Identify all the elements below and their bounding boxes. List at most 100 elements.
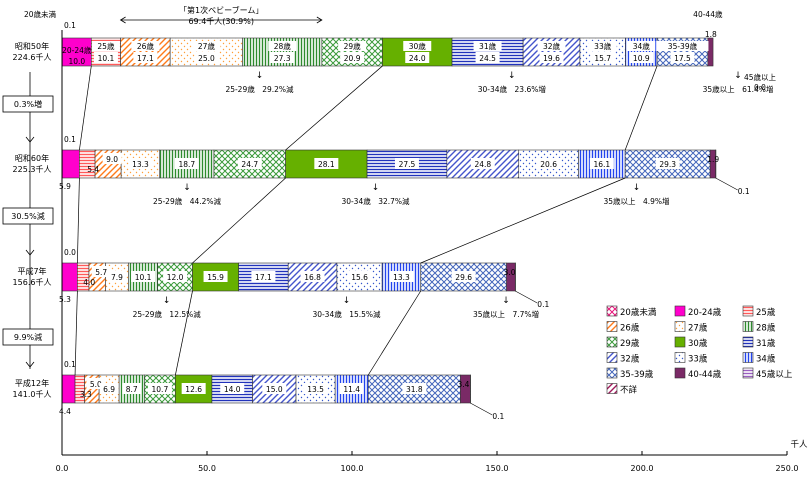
- value-label-s60-a28: 18.7: [178, 160, 195, 169]
- value-label-h7-a30: 15.9: [207, 273, 224, 282]
- inline-tag-a29: 29歳: [344, 41, 362, 51]
- value-label-s50-a34-bg: [629, 52, 654, 63]
- legend-label-a30: 30歳: [688, 338, 708, 349]
- value-label-h12-a33-bg: [303, 383, 328, 394]
- value-label-s50-a26-bg: [133, 52, 158, 63]
- value-label-s60-a2024: 5.9: [59, 182, 71, 191]
- value-label-h7-a27: 7.9: [111, 273, 123, 282]
- value-label-s60-a34-bg: [589, 158, 614, 169]
- value-label-s60-a27: 13.3: [132, 160, 149, 169]
- note-arrow-2-1: ↓: [343, 296, 351, 306]
- value-label-h7-a27-bg: [107, 271, 127, 282]
- x-axis-unit: 千人: [790, 439, 808, 450]
- legend-swatch-a30: [674, 336, 686, 348]
- connector-12-2: [367, 290, 422, 376]
- value-label-h12-a2024: 4.4: [59, 407, 71, 416]
- value-label-h12-a28: 8.7: [126, 385, 138, 394]
- annotations-layer: 「第1次ベビーブーム」69.4千人(30.9%)0.3%増30.5%減9.9%減…: [2, 5, 774, 416]
- value-label-h12-a4044: 3.4: [457, 380, 469, 389]
- value-label-h12-a34: 11.4: [343, 385, 360, 394]
- value-label-s50-a25: 10.1: [98, 54, 115, 63]
- value-label-s60-a28-bg: [174, 158, 199, 169]
- labels-layer: 昭和50年224.6千人昭和60年225.3千人平成7年156.6千人平成12年…: [13, 9, 777, 421]
- value-label-s50-a34: 10.9: [633, 54, 650, 63]
- value-label-h12-a25: 3.3: [80, 390, 92, 399]
- change-arrow-1: [25, 249, 35, 256]
- value-label-s50-u20: 0.1: [64, 21, 76, 30]
- inline-tag-u20: 20歳未満: [24, 9, 57, 19]
- leader-45-h12: [470, 402, 493, 416]
- value-label-h12-a32: 15.0: [266, 385, 283, 394]
- value-label-h7-a25: 4.0: [83, 278, 95, 287]
- value-label-h12-a29-bg: [147, 383, 172, 394]
- value-label-h7-a33: 15.6: [351, 273, 368, 282]
- note-2-2: 35歳以上 7.7%増: [473, 309, 539, 319]
- value-label-h7-a34: 13.3: [393, 273, 410, 282]
- value-label-h7-a33-bg: [347, 271, 372, 282]
- x-tick-label-50: 50.0: [198, 464, 216, 473]
- value-label-s50-a25-bg: [93, 52, 118, 63]
- value-label-h12-a32-bg: [262, 383, 287, 394]
- value-label-s60-a27-bg: [128, 158, 153, 169]
- change-box-2: [2, 328, 54, 346]
- bar-label-era-s60: 昭和60年: [15, 153, 49, 163]
- note-arrow-1-2: ↓: [633, 183, 641, 193]
- value-label-h12-a27: 6.9: [103, 385, 115, 394]
- legend-label-a34: 34歳: [756, 354, 776, 365]
- bar-label-total-h7: 156.6千人: [13, 277, 52, 287]
- legend-label-a25: 25歳: [756, 307, 776, 318]
- value-label-s60-a31: 27.5: [399, 160, 416, 169]
- value-label-s50-a29-bg: [340, 52, 365, 63]
- legend-swatch-a34: [742, 352, 754, 363]
- inline-tag-a3539-bg: [656, 41, 709, 51]
- value-label-s50-a28: 27.3: [274, 54, 291, 63]
- bar-segment-h12-a2024: [61, 374, 76, 404]
- value-label-h12-a29: 10.7: [152, 385, 169, 394]
- x-tick-label-150: 150.0: [486, 464, 509, 473]
- value-label-h12-a3539: 31.8: [406, 385, 423, 394]
- bar-label-total-s50: 224.6千人: [13, 52, 52, 62]
- note-1-2: 35歳以上 4.9%増: [603, 196, 669, 206]
- value-label-s60-a33-bg: [536, 158, 561, 169]
- note-0-1: 30-34歳 23.6%増: [478, 84, 546, 94]
- inline-tag-a28-bg: [268, 41, 297, 51]
- note-1-1: 30-34歳 32.7%減: [341, 196, 410, 206]
- note-1-0: 25-29歳 44.2%減: [153, 196, 222, 206]
- bar-label-total-s60: 225.3千人: [13, 164, 52, 174]
- note-0-2: 35歳以上 61.4%増: [703, 84, 774, 94]
- inline-tag-a33: 33歳: [594, 41, 612, 51]
- x-tick-label-200: 200.0: [631, 464, 654, 473]
- inline-tag-a30-bg: [403, 41, 432, 51]
- x-tick-label-0: 0.0: [56, 464, 69, 473]
- value-label-s50-a32-bg: [539, 52, 564, 63]
- note-2-0: 25-29歳 12.5%減: [133, 309, 202, 319]
- note-arrow-2-2: ↓: [502, 296, 510, 306]
- leader-45-h7: [515, 290, 538, 304]
- value-label-s60-a29: 24.7: [241, 160, 258, 169]
- note-arrow-1-1: ↓: [372, 183, 380, 193]
- bar-segment-h7-a2024: [61, 262, 78, 292]
- value-label-s60-a26: 9.0: [106, 155, 118, 164]
- value-label-h12-a27-bg: [99, 383, 119, 394]
- boom-arrow-right: [316, 16, 323, 24]
- value-label-s60-a4044: 1.9: [707, 155, 719, 164]
- value-label-s60-a3539-bg: [655, 158, 680, 169]
- legend-swatch-a3539: [606, 367, 618, 379]
- boom-label: 「第1次ベビーブーム」: [179, 5, 263, 15]
- inline-tag-a33-bg: [588, 41, 617, 51]
- value-label-h12-u20: 0.1: [64, 360, 76, 369]
- value-label-h12-a30: 12.6: [185, 385, 202, 394]
- value-label-h12-a34-bg: [339, 383, 364, 394]
- note-arrow-0-1: ↓: [508, 71, 516, 81]
- x-tick-label-100: 100.0: [341, 464, 364, 473]
- value-label-h12-a33: 13.5: [307, 385, 324, 394]
- value-label-s50-a26: 17.1: [137, 54, 154, 63]
- value-label-h7-a3539: 29.6: [455, 273, 472, 282]
- value-label-h12-a31: 14.0: [224, 385, 241, 394]
- value-label-h12-a30-bg: [181, 383, 206, 394]
- value-label-h12-a26: 5.0: [90, 380, 102, 389]
- inline-tag-a28: 28歳: [274, 41, 292, 51]
- inline-tag-a34-bg: [627, 41, 656, 51]
- inline-tag-a25: 25歳: [97, 41, 115, 51]
